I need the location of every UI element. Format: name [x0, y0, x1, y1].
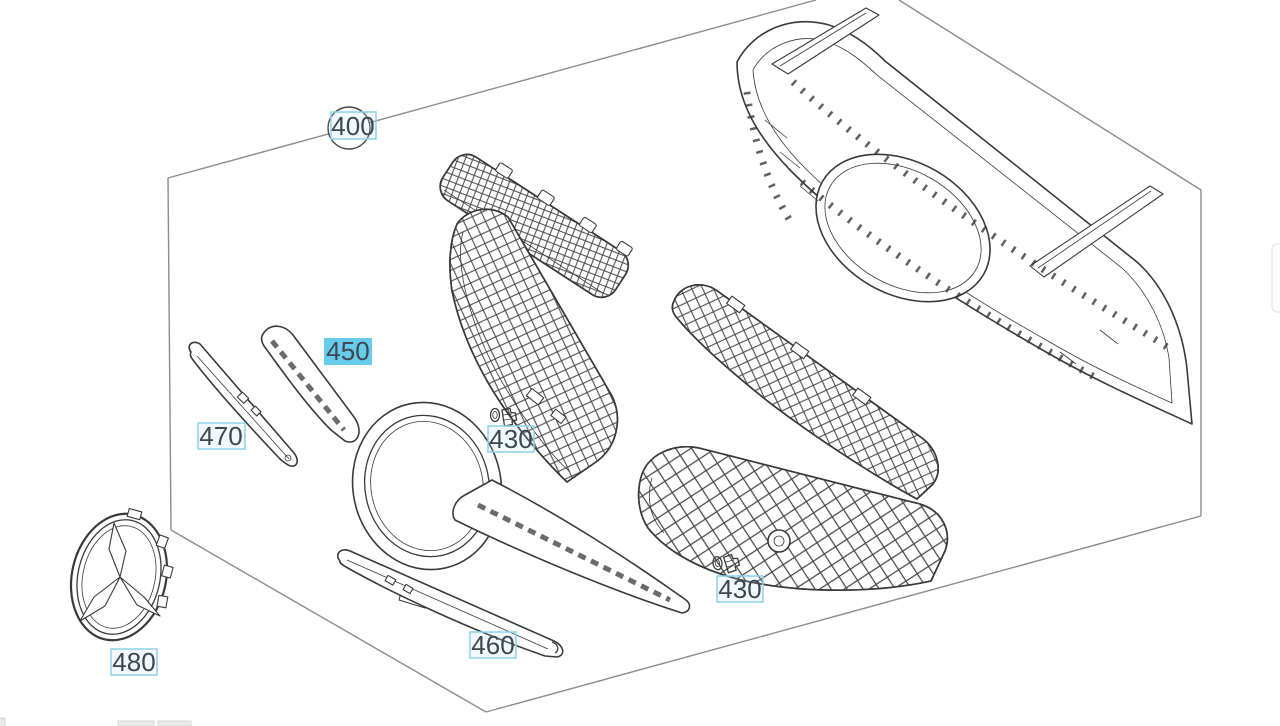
grille-surround-center-opening: [815, 153, 991, 303]
mesh-panel-lower-rim-line: [648, 477, 665, 534]
callout-460-label[interactable]: 460: [471, 630, 514, 660]
star-arm-lower-right: [119, 576, 161, 617]
boundary-edge-top-left: [167, 0, 817, 179]
callout-480-label[interactable]: 480: [112, 647, 155, 677]
grille-surround-detail-lines: [764, 119, 1119, 365]
callout-470-highlight[interactable]: [197, 422, 246, 450]
grille-surround-fin-left: [771, 7, 880, 75]
star-emblem-ring-mid: [76, 519, 162, 635]
trim-450-tab-2: [550, 408, 567, 425]
boundary-edge-bottom-left: [170, 529, 487, 713]
trim-460-end-hook: [551, 641, 559, 654]
trim-460-tab-1: [384, 574, 397, 586]
callout-400-label[interactable]: 400: [331, 111, 374, 141]
trim-450-ring-inner: [370, 420, 484, 552]
mesh-panel-left-part[interactable]: [449, 208, 619, 483]
trim-strip-470-part[interactable]: [188, 341, 298, 467]
star-emblem-tab-2: [161, 564, 174, 579]
callout-460[interactable]: 460: [469, 630, 517, 660]
star-emblem-tab-top: [126, 508, 143, 521]
mesh-insert-top-tab-4: [615, 240, 633, 257]
mesh-panel-lower-mesh: [637, 445, 949, 591]
callout-430-lower-label[interactable]: 430: [718, 574, 761, 604]
mesh-panel-lower-emblem-recess-inner: [773, 535, 785, 547]
callout-430-upper-label[interactable]: 430: [489, 424, 532, 454]
ui-edge-artifacts: [0, 243, 1280, 726]
trim-450-lower-perforation: [476, 502, 672, 603]
trim-450-upper-perforation: [270, 339, 346, 432]
mesh-insert-top-tab-3: [579, 216, 597, 234]
mesh-panel-right-tab-1: [726, 295, 746, 314]
star-emblem-ring-inner: [81, 525, 157, 629]
star-emblem-icon: [79, 522, 161, 622]
trim-470-body[interactable]: [188, 341, 298, 467]
boundary-box: [167, 0, 1202, 713]
mesh-panel-lower-emblem-recess: [767, 529, 791, 553]
callout-430-upper-highlight[interactable]: [487, 425, 535, 453]
callout-450[interactable]: 450: [324, 336, 372, 366]
grille-surround-part[interactable]: [736, 7, 1193, 425]
mesh-panel-right-part[interactable]: [671, 284, 939, 500]
star-emblem-tab-1: [155, 534, 169, 549]
grille-surround-rim-texture-top: [790, 79, 1172, 352]
cutoff-button-left[interactable]: [117, 720, 155, 726]
callout-430-lower-highlight[interactable]: [716, 575, 764, 603]
callout-460-highlight[interactable]: [469, 631, 517, 659]
boundary-edge-top-right: [898, 0, 1202, 191]
trim-470-tab-2: [250, 405, 262, 417]
trim-460-edge-line: [346, 559, 549, 650]
trim-470-tab-1: [236, 391, 250, 404]
star-emblem-480-part[interactable]: [59, 504, 179, 650]
grille-surround-rim-texture-bottom: [799, 179, 1102, 384]
trim-470-end-detail: [284, 454, 292, 462]
callout-400[interactable]: 400: [327, 106, 377, 150]
mesh-panel-right-tab-2: [790, 341, 810, 360]
callout-470-label[interactable]: 470: [199, 421, 242, 451]
trim-460-tab-2: [402, 583, 414, 595]
cutoff-button-right[interactable]: [157, 720, 192, 726]
callout-430-lower[interactable]: 430: [716, 574, 764, 604]
star-emblem-tab-3: [156, 594, 169, 609]
mesh-panel-left-rim-line: [460, 231, 571, 473]
mesh-panel-lower-part[interactable]: [637, 445, 949, 591]
callout-400-highlight[interactable]: [330, 111, 377, 140]
grille-surround-fin-left-line: [779, 12, 867, 67]
center-trim-450-part[interactable]: [260, 325, 691, 614]
callout-470[interactable]: 470: [197, 421, 246, 451]
star-arm-lower-left: [79, 576, 121, 622]
callout-450-highlight[interactable]: [324, 338, 372, 365]
callout-450-label[interactable]: 450: [326, 336, 369, 366]
mesh-insert-top-tab-2: [537, 189, 555, 206]
trim-strip-460-part[interactable]: [336, 549, 564, 658]
callout-430-upper[interactable]: 430: [487, 424, 535, 454]
mesh-panel-left-mesh: [449, 208, 619, 483]
trim-450-tab-1: [525, 387, 545, 406]
mesh-panel-right-tab-3: [852, 387, 872, 406]
boundary-edge-bottom-right: [485, 515, 1202, 713]
callout-480[interactable]: 480: [110, 647, 158, 677]
mesh-insert-top-rim-line: [443, 189, 604, 294]
trim-470-edge-line: [196, 355, 290, 460]
trim-450-ring-outer[interactable]: [337, 388, 517, 583]
cutoff-corner-fragment: [0, 717, 6, 726]
boundary-edge-left: [167, 177, 172, 531]
grille-surround-opening-contour: [824, 162, 982, 294]
star-arm-top: [108, 522, 127, 578]
scrollbar-thumb[interactable]: [1271, 243, 1280, 313]
mesh-insert-top-tab-1: [495, 162, 513, 179]
grille-surround-fin-right: [1029, 185, 1164, 278]
trim-450-ring-mid: [363, 414, 491, 558]
grille-surround-fin-right-line: [1037, 190, 1152, 269]
callout-480-highlight[interactable]: [110, 648, 158, 676]
mesh-panel-right-mesh: [671, 284, 939, 500]
